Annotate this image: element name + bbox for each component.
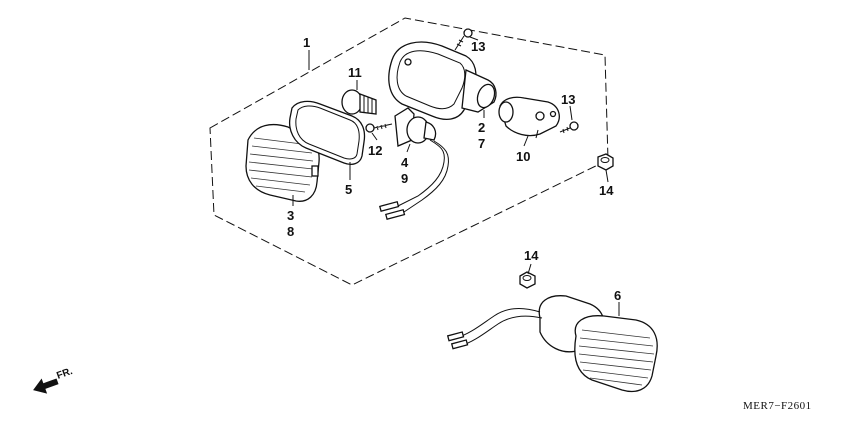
direction-label: FR. — [55, 366, 74, 382]
callout-2: 2 — [478, 120, 485, 135]
socket-part — [378, 107, 449, 221]
housing-part — [388, 41, 497, 121]
callout-13-right: 13 — [561, 92, 575, 107]
diagram-code: MER7−F2601 — [743, 400, 812, 412]
callout-4: 4 — [401, 155, 409, 170]
callout-14-right: 14 — [599, 183, 614, 198]
callout-1: 1 — [303, 35, 310, 50]
stay-part — [498, 96, 560, 139]
screw-12 — [365, 123, 393, 133]
callout-6: 6 — [614, 288, 621, 303]
callout-11: 11 — [348, 65, 362, 80]
callout-12: 12 — [368, 143, 382, 158]
callout-7: 7 — [478, 136, 485, 151]
assembly-boundary — [209, 17, 609, 286]
callout-8: 8 — [287, 224, 294, 239]
screw-13-right — [559, 121, 579, 134]
callout-14-lower: 14 — [524, 248, 539, 263]
gasket-part — [288, 100, 366, 165]
callout-13-top: 13 — [471, 39, 485, 54]
leader-lines — [292, 36, 620, 316]
callout-9: 9 — [401, 171, 408, 186]
front-arrow-icon — [33, 378, 59, 394]
callout-3: 3 — [287, 208, 294, 223]
screw-13-top — [454, 28, 473, 51]
bulb-part — [341, 89, 377, 115]
callout-5: 5 — [345, 182, 352, 197]
callout-10: 10 — [516, 149, 530, 164]
winker-assembly — [446, 295, 658, 393]
